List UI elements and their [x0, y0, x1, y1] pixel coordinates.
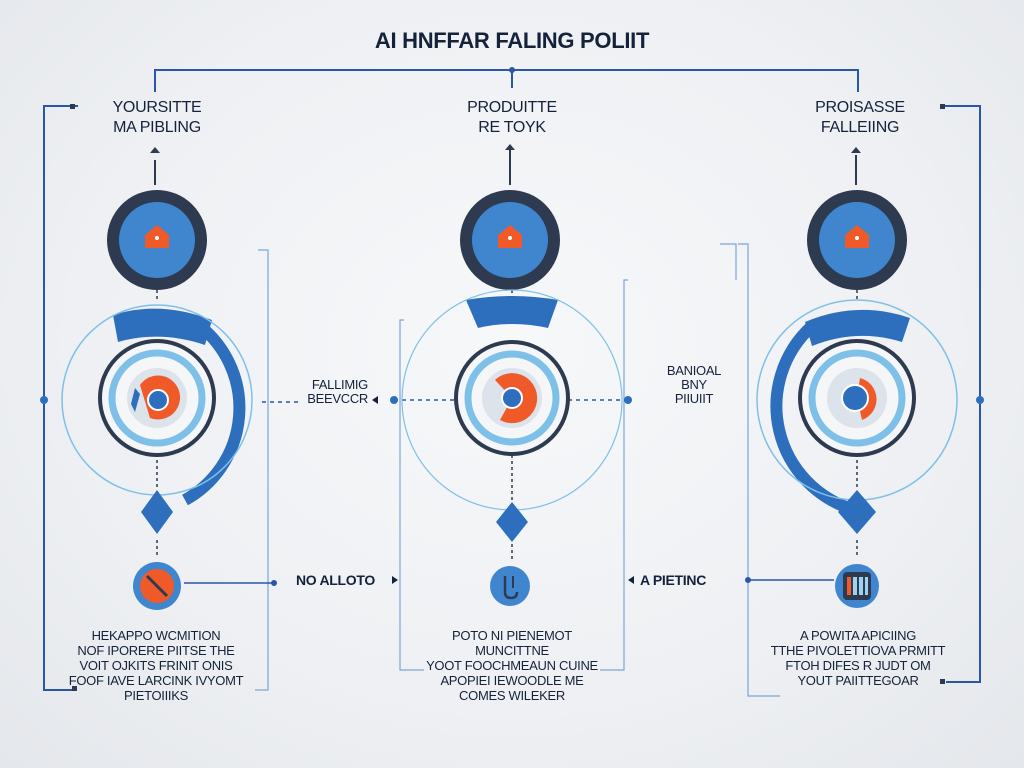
page-title: AI HNFFAR FALING POLIIT [374, 28, 650, 53]
col3-description: A POWITA APICIING TTHE PIVOLETTIOVA PRMI… [738, 628, 978, 688]
col3-heading-line-2: FALLEIING [820, 119, 900, 136]
column-3-graphics [756, 147, 958, 608]
hook-icon [490, 566, 530, 606]
left-mid-label: FALLIMIG BEEVCCR [298, 378, 368, 406]
right-mid-label-line-1: BANIOAL [666, 363, 722, 378]
connector-dot-2 [624, 396, 632, 404]
col2-heading: PRODUITTE RE TOYK [412, 98, 612, 138]
col2-desc-line: POTO NI PIENEMOT [452, 628, 572, 643]
col1-heading-line-1: YOURSITTE [112, 99, 202, 116]
blocked-icon [133, 562, 181, 610]
col1-heading: YOURSITTE MA PIBLING [57, 98, 257, 138]
bottom-left-label: NO ALLOTO [296, 572, 375, 588]
col2-description: POTO NI PIENEMOT MUNCITTNE YOOT FOOCHMEA… [392, 628, 632, 703]
col2-desc-line: YOOT FOOCHMEAUN CUINE [426, 658, 598, 673]
top-connector [154, 69, 859, 92]
col1-heading-line-2: MA PIBLING [113, 119, 201, 136]
col3-desc-line: A POWITA APICIING [799, 628, 917, 643]
left-mid-label-line-2: BEEVCCR [307, 391, 368, 406]
col3-desc-line: TTHE PIVOLETTIOVA PRMITT [770, 643, 946, 658]
left-rail-dot [40, 396, 48, 404]
bracket-lines [255, 243, 780, 697]
col2-desc-line: MUNCITTNE [475, 643, 549, 658]
col1-desc-line: VOIT OJKITS FRINIT ONIS [79, 658, 233, 673]
arrow-mid-right [628, 576, 634, 584]
col3-desc-line: YOUT PAIITTEGOAR [797, 673, 919, 688]
col2-diamond [496, 502, 528, 542]
dashed-connectors [262, 399, 628, 403]
col3-heading: PROISASSE FALLEIING [760, 98, 960, 138]
col1-desc-line: NOF IPORERE PIITSE THE [77, 643, 235, 658]
arrow-left-label [372, 396, 378, 404]
bottom-connectors [184, 579, 834, 584]
col1-desc-line: PIETOIIIKS [124, 688, 188, 703]
col3-house-icon [845, 225, 869, 248]
col1-description: HEKAPPO WCMITION NOF IPORERE PIITSE THE … [36, 628, 276, 703]
right-mid-label-line-3: PIIUIIT [674, 391, 714, 406]
left-rail [43, 105, 78, 691]
left-mid-label-line-1: FALLIMIG [311, 377, 368, 392]
heading-markers [70, 104, 945, 691]
col1-house-icon [145, 225, 169, 248]
col2-house-icon [498, 225, 522, 248]
right-mid-label-line-2: BNY [681, 377, 707, 392]
right-mid-label: BANIOAL BNY PIIUIIT [654, 364, 734, 406]
bottom-dot-left [271, 580, 277, 586]
col1-diamond [141, 490, 173, 534]
connector-dot-1 [390, 396, 398, 404]
col1-desc-line: HEKAPPO WCMITION [91, 628, 221, 643]
col2-desc-line: COMES WILEKER [459, 688, 565, 703]
top-junction-dot [509, 67, 515, 73]
col3-heading-line-1: PROISASSE [815, 99, 905, 116]
col2-desc-line: APOPIEI IEWOODLE ME [440, 673, 584, 688]
col2-heading-line-1: PRODUITTE [467, 99, 557, 116]
col3-desc-line: FTOH DIFES R JUDT OM [785, 658, 931, 673]
bottom-right-label: A PIETINC [640, 572, 707, 588]
column-2-graphics [401, 144, 623, 606]
column-1-graphics [61, 147, 253, 610]
col3-diamond [838, 490, 876, 534]
right-rail-dot [976, 396, 984, 404]
col2-heading-line-2: RE TOYK [478, 119, 546, 136]
right-rail [944, 105, 981, 683]
bottom-dot-right [745, 577, 751, 583]
server-icon [835, 564, 879, 608]
arrow-mid-left [392, 576, 398, 584]
col1-desc-line: FOOF IAVE LARCINK IVYOMT [68, 673, 244, 688]
